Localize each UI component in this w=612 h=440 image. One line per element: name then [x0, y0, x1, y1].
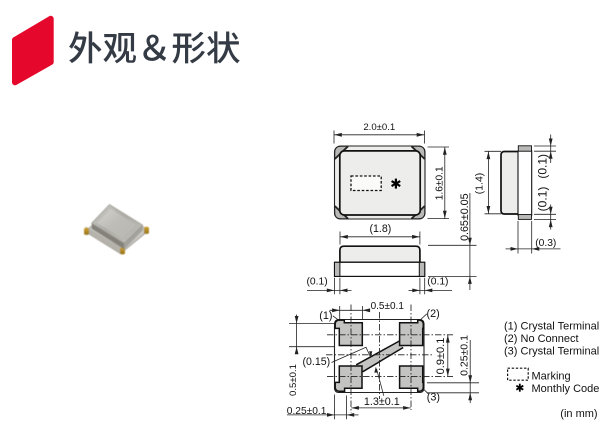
svg-text:(2): (2) — [427, 308, 440, 320]
svg-text:(0.1): (0.1) — [535, 187, 549, 212]
svg-text:2.0±0.1: 2.0±0.1 — [363, 122, 395, 133]
svg-text:(in mm): (in mm) — [560, 408, 597, 420]
svg-text:0.65±0.05: 0.65±0.05 — [459, 193, 471, 241]
svg-text:0.5±0.1: 0.5±0.1 — [288, 364, 299, 396]
svg-text:(1.4): (1.4) — [475, 173, 486, 194]
svg-text:(1.8): (1.8) — [370, 223, 392, 235]
svg-text:0.9±0.1: 0.9±0.1 — [435, 338, 447, 375]
svg-text:1.6±0.1: 1.6±0.1 — [435, 166, 446, 200]
svg-text:(0.1): (0.1) — [427, 277, 448, 288]
svg-text:(0.1): (0.1) — [535, 154, 549, 179]
svg-text:(1) Crystal Terminal: (1) Crystal Terminal — [504, 320, 599, 332]
svg-text:(2) No Connect: (2) No Connect — [504, 333, 579, 345]
svg-text:(1): (1) — [319, 310, 332, 322]
svg-text:0.25±0.1: 0.25±0.1 — [287, 406, 327, 417]
svg-text:1.3±0.1: 1.3±0.1 — [364, 396, 400, 408]
svg-text:(3) Crystal Terminal: (3) Crystal Terminal — [504, 345, 599, 357]
svg-text:(3): (3) — [427, 392, 440, 404]
svg-text:Monthly Code: Monthly Code — [532, 383, 600, 395]
svg-text:(0.15): (0.15) — [303, 356, 331, 368]
svg-text:0.5±0.1: 0.5±0.1 — [371, 301, 405, 312]
svg-text:(0.1): (0.1) — [307, 277, 328, 288]
svg-text:Marking: Marking — [532, 371, 571, 383]
svg-text:0.25±0.1: 0.25±0.1 — [459, 335, 471, 376]
svg-text:(0.3): (0.3) — [535, 238, 556, 249]
